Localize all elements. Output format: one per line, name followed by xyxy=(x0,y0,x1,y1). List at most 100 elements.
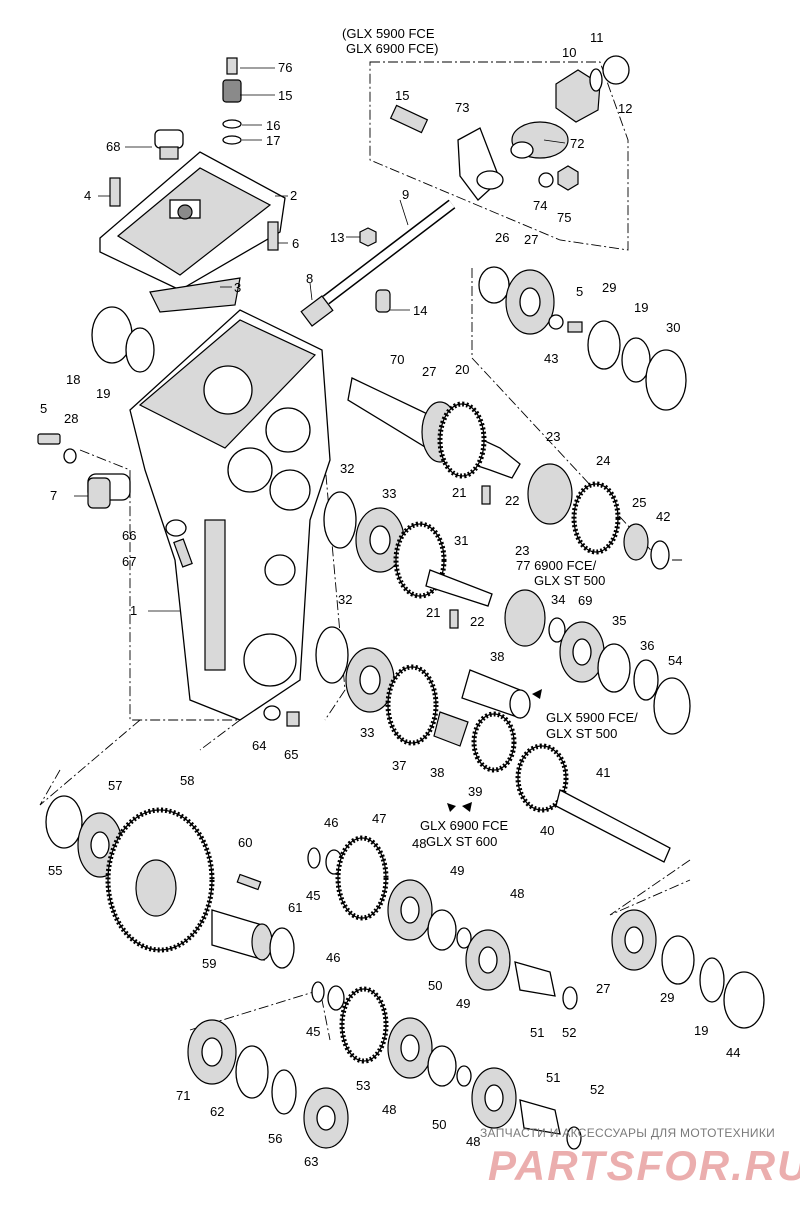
shaft-31 xyxy=(425,569,493,607)
selector-variant-group xyxy=(389,55,630,201)
gear-40-teeth xyxy=(515,743,569,813)
callout: 15 xyxy=(395,88,409,103)
callout: 27 xyxy=(596,981,610,996)
selector-bolt xyxy=(389,104,429,134)
circlip-19-right xyxy=(699,957,725,1003)
bearing-57-bore xyxy=(90,831,110,859)
cover-30 xyxy=(645,349,687,411)
drain-plug-head xyxy=(87,477,111,509)
callout: 42 xyxy=(656,509,670,524)
sleeve-59-end xyxy=(251,923,273,961)
bearing-71-bore xyxy=(201,1037,223,1067)
filler-plug-hole xyxy=(177,204,193,220)
seal-35 xyxy=(597,643,631,693)
washer-43 xyxy=(548,314,564,330)
callout: 45 xyxy=(306,888,320,903)
bearing-48-c-bore xyxy=(400,1034,420,1062)
callout: 21 xyxy=(426,605,440,620)
seal-29-right xyxy=(661,935,695,985)
note-mid-variant-2: GLX ST 500 xyxy=(534,573,605,588)
callout: 48 xyxy=(412,836,426,851)
breather-valve xyxy=(222,79,242,103)
key-60 xyxy=(236,873,262,891)
callout: 65 xyxy=(284,747,298,762)
seal-29-top xyxy=(587,320,621,370)
callout: 56 xyxy=(268,1131,282,1146)
callout: 4 xyxy=(84,188,91,203)
needle-bearing-25 xyxy=(623,523,649,561)
callout: 15 xyxy=(278,88,292,103)
shift-nut-13 xyxy=(359,227,377,247)
gear-58-hub xyxy=(135,859,177,917)
callout: 10 xyxy=(562,45,576,60)
circlip-56 xyxy=(271,1069,297,1115)
callout: 23 xyxy=(546,429,560,444)
ring-50-a xyxy=(456,927,472,949)
cover-ribs xyxy=(116,167,272,276)
seal-49-a xyxy=(427,909,457,951)
callout: 25 xyxy=(632,495,646,510)
flange-63-bore xyxy=(316,1105,336,1131)
bearing-33-top-bore xyxy=(369,525,391,555)
callout: 46 xyxy=(326,950,340,965)
gear-39-teeth xyxy=(471,711,517,773)
variant-frame-mid xyxy=(317,384,346,721)
callout: 6 xyxy=(292,236,299,251)
callout: 48 xyxy=(466,1134,480,1149)
callout: 16 xyxy=(266,118,280,133)
callout: 52 xyxy=(590,1082,604,1097)
callout: 40 xyxy=(540,823,554,838)
callout: 44 xyxy=(726,1045,740,1060)
bearing-48-d-bore xyxy=(484,1084,504,1112)
callout: 27 xyxy=(524,232,538,247)
gear-31-teeth xyxy=(393,521,447,599)
variant-frame-top xyxy=(369,61,629,251)
seal-49-b xyxy=(427,1045,457,1087)
clutch-23-mid xyxy=(504,589,546,647)
bearing-69-bore xyxy=(572,638,592,666)
spring-67 xyxy=(173,538,193,568)
note-top-variant-1: (GLX 5900 FCE xyxy=(342,26,435,41)
watermark-logo: PARTSFOR.RU xyxy=(488,1142,800,1189)
callout: 47 xyxy=(372,811,386,826)
shift-spring xyxy=(300,295,334,327)
housing-rib xyxy=(204,519,226,671)
callout: 19 xyxy=(634,300,648,315)
cover-54 xyxy=(653,677,691,735)
callout: 68 xyxy=(106,139,120,154)
callout: 5 xyxy=(576,284,583,299)
callout: 64 xyxy=(252,738,266,753)
callout: 38 xyxy=(430,765,444,780)
callout: 28 xyxy=(64,411,78,426)
circlip-42 xyxy=(650,540,670,570)
variant-frame-right xyxy=(609,859,691,916)
note-sleeve-variant-1: GLX 5900 FCE/ xyxy=(546,710,638,725)
ring-45-top xyxy=(307,847,321,869)
clutch-23-top xyxy=(527,463,573,525)
callout: 45 xyxy=(306,1024,320,1039)
callout: 31 xyxy=(454,533,468,548)
callout: 43 xyxy=(544,351,558,366)
breather-washer xyxy=(222,119,242,129)
callout: 33 xyxy=(360,725,374,740)
ring-34 xyxy=(548,617,566,643)
gearbox-housing-group xyxy=(37,306,331,727)
selector-nut xyxy=(557,165,579,191)
callout: 74 xyxy=(533,198,547,213)
circlip-19-top xyxy=(621,337,651,383)
callout: 76 xyxy=(278,60,292,75)
callout: 26 xyxy=(495,230,509,245)
sleeve-38-end xyxy=(509,689,531,719)
ring-50-b xyxy=(456,1065,472,1087)
callout: 66 xyxy=(122,528,136,543)
breather-spring xyxy=(226,57,238,75)
callout: 54 xyxy=(668,653,682,668)
callout: 19 xyxy=(694,1023,708,1038)
filler-plug-thread xyxy=(159,146,179,160)
plug-66 xyxy=(165,519,187,537)
callout: 58 xyxy=(180,773,194,788)
cover-bolt-right xyxy=(267,221,279,251)
callout: 50 xyxy=(428,978,442,993)
callout: 29 xyxy=(602,280,616,295)
